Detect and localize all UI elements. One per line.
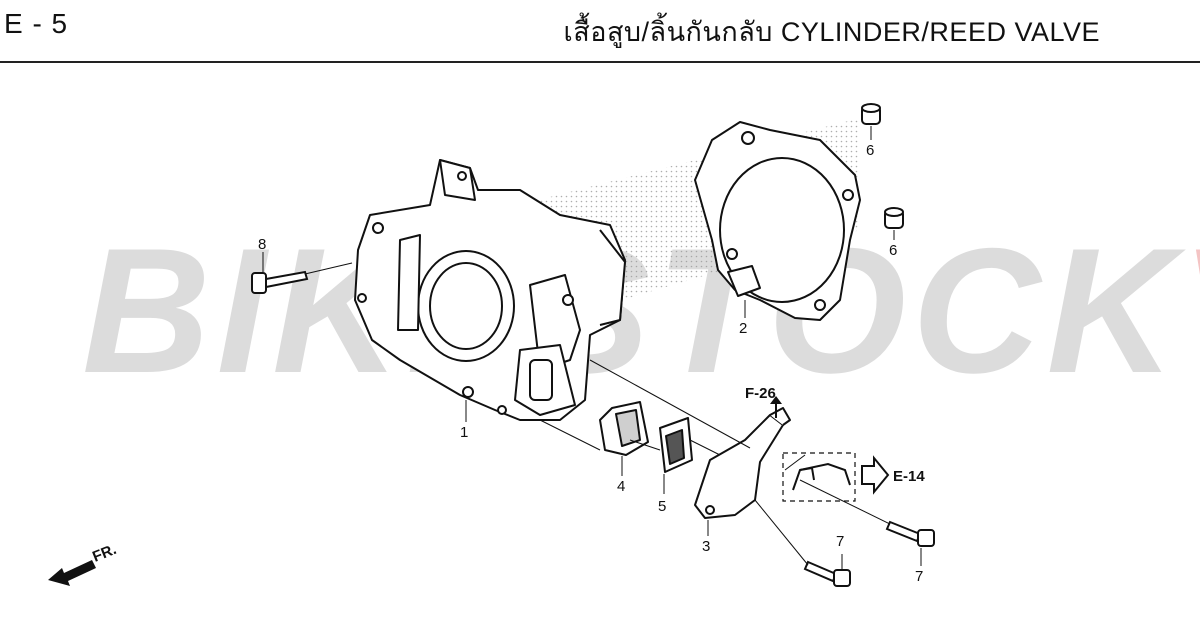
callout-6-lower: 6 <box>889 242 897 259</box>
callout-8: 8 <box>258 236 266 253</box>
watermark-part2: VN <box>1181 211 1200 410</box>
callout-4: 4 <box>617 478 625 495</box>
callout-1: 1 <box>460 424 468 441</box>
watermark: BIKESTOCKVN <box>82 211 1200 410</box>
f26-arrow-icon <box>770 396 782 418</box>
callout-6-upper: 6 <box>866 142 874 159</box>
callout-5: 5 <box>658 498 666 515</box>
dowel-pin-upper[interactable] <box>861 103 881 125</box>
callout-7-left: 7 <box>836 533 844 550</box>
page-title: เสื้อสูบ/ลิ้นกันกลับ CYLINDER/REED VALVE <box>563 17 1100 47</box>
bolt-7-left[interactable] <box>803 560 851 587</box>
callout-2: 2 <box>739 320 747 337</box>
gasket-part[interactable] <box>694 121 861 321</box>
reed-cover-part[interactable] <box>694 407 791 519</box>
page-header: E - 5 เสื้อสูบ/ลิ้นกันกลับ CYLINDER/REED… <box>0 0 1200 63</box>
callout-3: 3 <box>702 538 710 555</box>
front-direction-icon: FR. <box>48 541 119 586</box>
bolt-7-right[interactable] <box>885 520 935 547</box>
cylinder-part[interactable] <box>354 159 626 421</box>
callout-7-right: 7 <box>915 568 923 585</box>
bracket-clip[interactable] <box>792 462 851 491</box>
front-direction-label: FR. <box>90 541 119 566</box>
reed-gasket-part[interactable] <box>659 417 693 473</box>
header-rule <box>0 61 1200 63</box>
page-code: E - 5 <box>4 8 69 39</box>
ref-f26[interactable]: F-26 <box>745 385 776 402</box>
dowel-pin-lower[interactable] <box>884 207 904 229</box>
leader-lines <box>262 126 922 570</box>
e14-arrow-icon <box>861 455 890 495</box>
ref-e14[interactable]: E-14 <box>893 468 925 485</box>
bolt-8[interactable] <box>251 270 309 294</box>
bracket-detail-box <box>782 452 856 502</box>
